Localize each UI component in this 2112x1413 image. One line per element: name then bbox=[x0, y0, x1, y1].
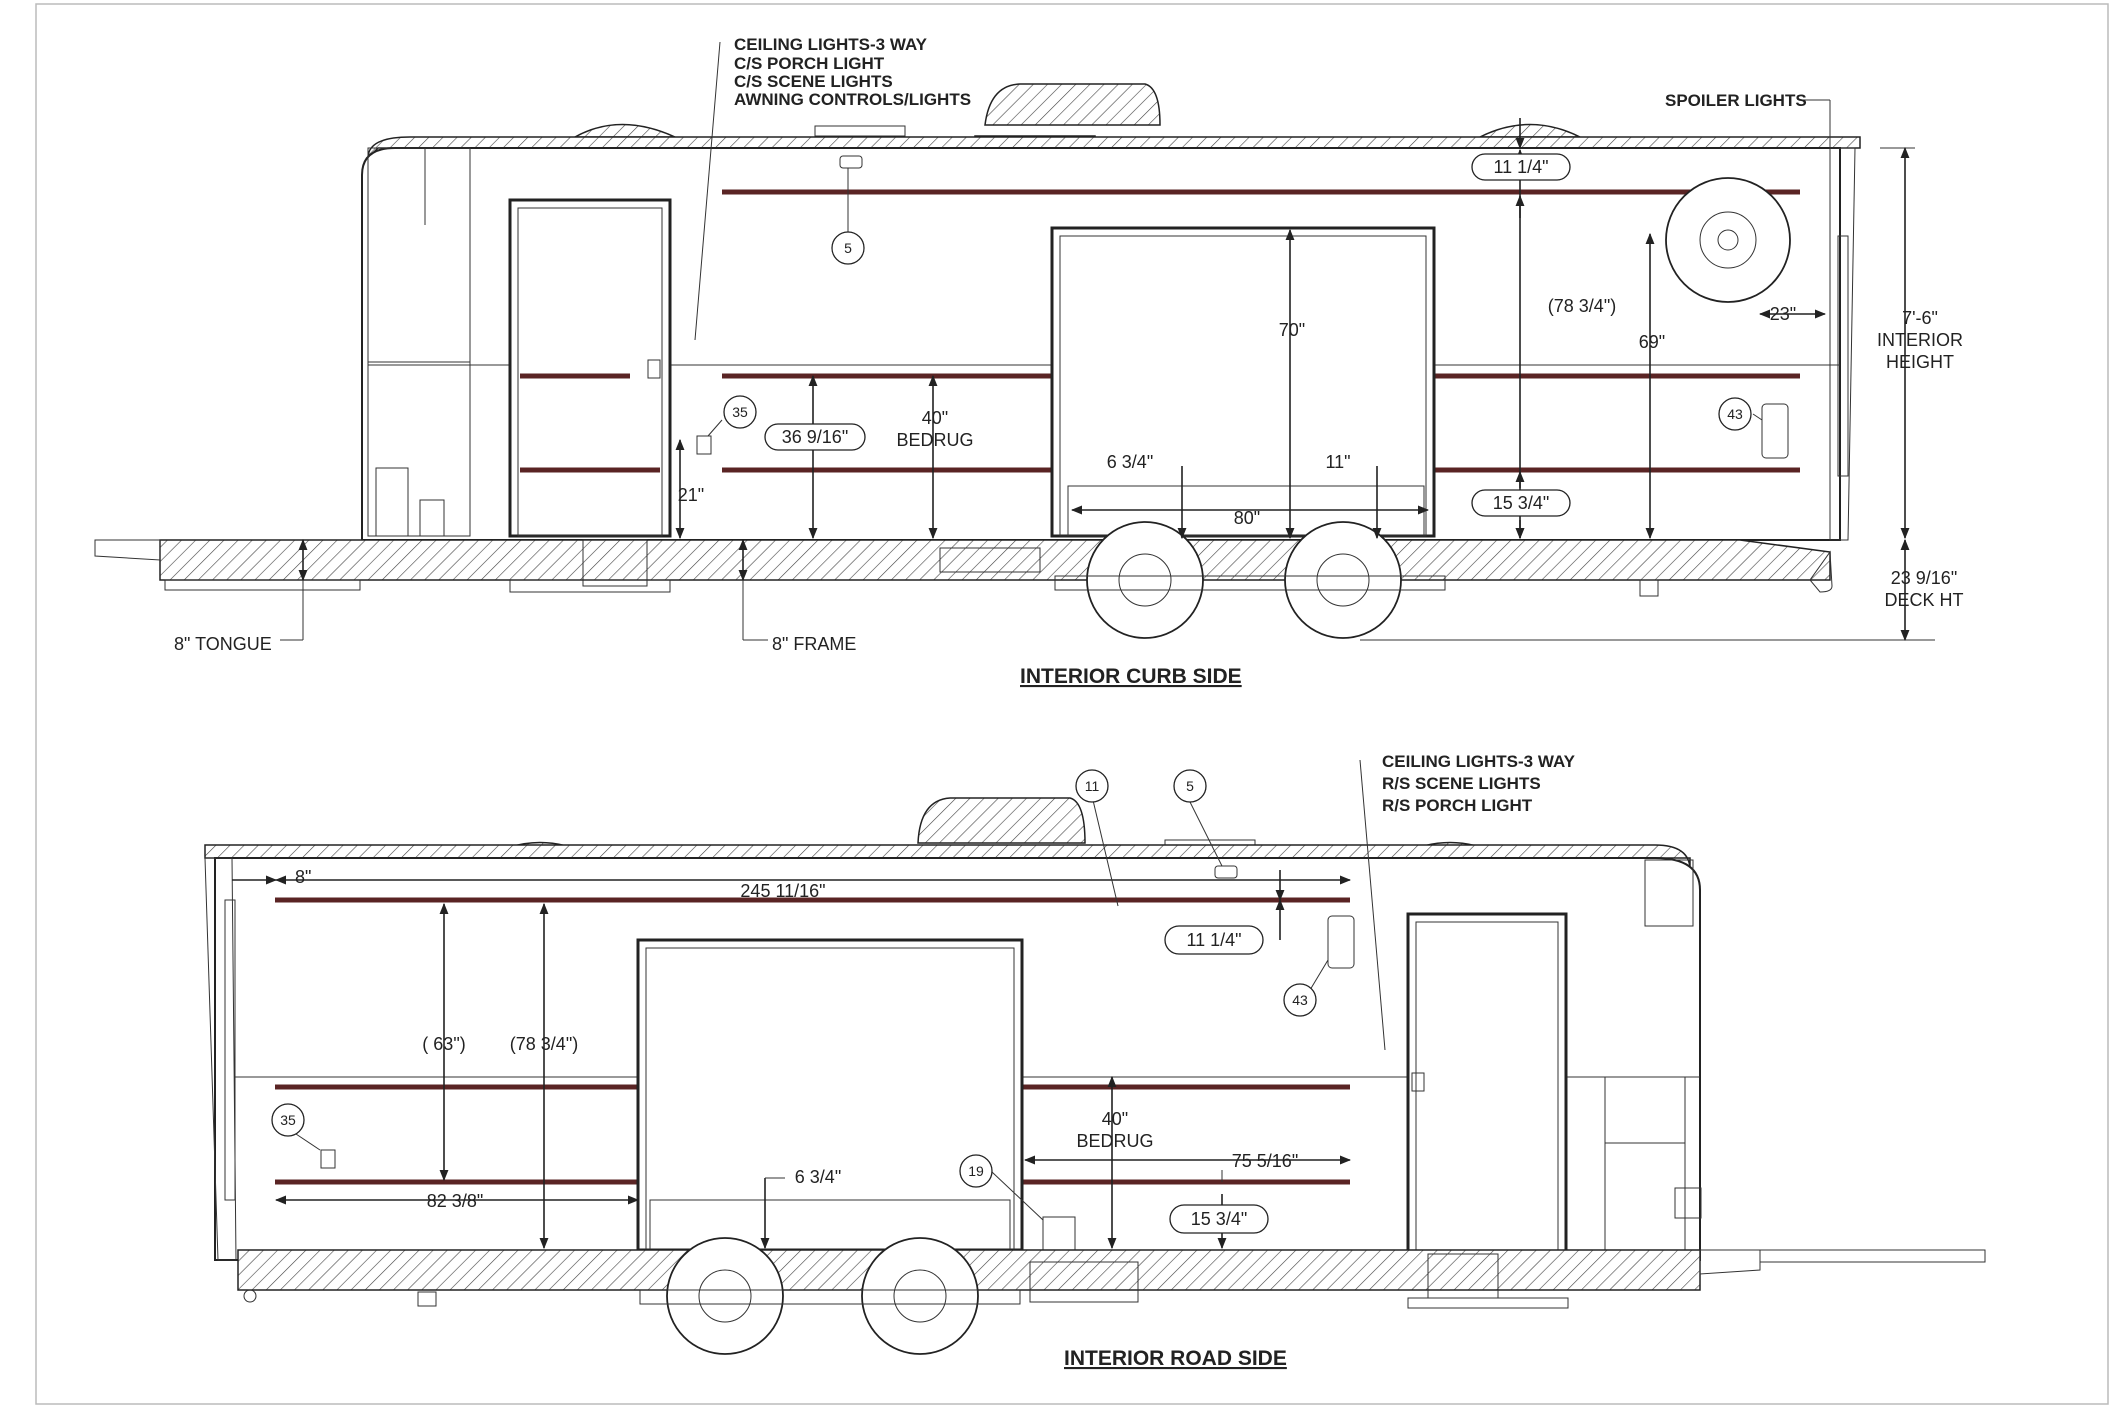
rear-cap bbox=[1829, 147, 1856, 541]
dim-curb-70: 70" bbox=[1279, 320, 1305, 340]
callout-curb-43: 43 bbox=[1727, 406, 1743, 422]
dim-road-8: 8" bbox=[295, 867, 311, 887]
callout-road-43: 43 bbox=[1292, 992, 1308, 1008]
note-ceiling-lights: CEILING LIGHTS-3 WAY bbox=[734, 35, 928, 54]
dim-road-245: 245 11/16" bbox=[740, 881, 825, 901]
stabilizer-jack bbox=[417, 1291, 437, 1307]
roof-ac-unit bbox=[917, 797, 1086, 844]
callout-road-5: 5 bbox=[1186, 778, 1194, 794]
rear-cap bbox=[204, 857, 237, 1261]
curb-deck bbox=[159, 539, 1831, 581]
callout-curb-35: 35 bbox=[732, 404, 748, 420]
awning-control bbox=[1327, 915, 1355, 969]
sheet-border bbox=[35, 3, 2109, 1405]
road-callouts: 11 5 43 35 19 bbox=[271, 769, 1317, 1188]
light-switch bbox=[320, 1149, 336, 1169]
dim-curb-21: 21" bbox=[678, 485, 704, 505]
dim-curb-height-a: 7'-6" bbox=[1902, 308, 1938, 328]
dim-curb-15-3-4: 15 3/4" bbox=[1493, 493, 1549, 513]
door-handle bbox=[1411, 1072, 1425, 1092]
curb-dimensions: 11 1/4" (78 3/4") 70" 69" 23" 7'-6" INTE… bbox=[174, 153, 1964, 654]
dim-curb-23: 23" bbox=[1770, 304, 1796, 324]
dim-curb-frame: 8" FRAME bbox=[772, 634, 856, 654]
stabilizer-jack bbox=[1639, 579, 1659, 597]
callout-road-11: 11 bbox=[1085, 778, 1100, 794]
dim-curb-78-3-4: (78 3/4") bbox=[1548, 296, 1616, 316]
front-cabinet bbox=[367, 147, 471, 537]
curb-notes: CEILING LIGHTS-3 WAY C/S PORCH LIGHT C/S… bbox=[734, 35, 1807, 688]
roof-vent bbox=[572, 123, 676, 138]
note-scene-lights: R/S SCENE LIGHTS bbox=[1382, 774, 1541, 793]
dim-curb-tongue: 8" TONGUE bbox=[174, 634, 272, 654]
callout-road-19: 19 bbox=[968, 1163, 984, 1179]
tongue bbox=[94, 539, 161, 561]
road-ramp-door bbox=[636, 938, 1024, 1252]
curb-side-view bbox=[94, 41, 1935, 642]
note-ceiling-lights: CEILING LIGHTS-3 WAY bbox=[1382, 752, 1576, 771]
road-side-view bbox=[204, 759, 1986, 1355]
dim-road-11-1-4: 11 1/4" bbox=[1186, 930, 1241, 950]
entry-step bbox=[582, 539, 648, 587]
tongue bbox=[1699, 1249, 1761, 1275]
door-handle bbox=[647, 359, 661, 379]
callout-road-35: 35 bbox=[280, 1112, 296, 1128]
curb-ramp-door bbox=[1050, 226, 1436, 538]
curb-side-title: INTERIOR CURB SIDE bbox=[1020, 665, 1242, 688]
dim-curb-height-c: HEIGHT bbox=[1886, 352, 1954, 372]
dim-curb-40: 40" bbox=[922, 408, 948, 428]
dim-curb-deck-a: 23 9/16" bbox=[1891, 568, 1957, 588]
road-side-title: INTERIOR ROAD SIDE bbox=[1064, 1347, 1287, 1370]
dim-road-78-3-4: (78 3/4") bbox=[510, 1034, 578, 1054]
roof-vent bbox=[1479, 123, 1581, 138]
generator-panel bbox=[375, 467, 409, 537]
note-scene-lights: C/S SCENE LIGHTS bbox=[734, 72, 893, 91]
note-porch-light: C/S PORCH LIGHT bbox=[734, 54, 885, 73]
axle-tire-front bbox=[666, 1237, 784, 1355]
roof-ac-unit bbox=[984, 83, 1161, 126]
dim-road-40: 40" bbox=[1102, 1109, 1128, 1129]
dim-curb-bedrug: BEDRUG bbox=[896, 430, 973, 450]
dim-curb-69: 69" bbox=[1639, 332, 1665, 352]
porch-light-fixture bbox=[839, 155, 863, 169]
dim-curb-6-3-4: 6 3/4" bbox=[1107, 452, 1153, 472]
dim-curb-36: 36 9/16" bbox=[782, 427, 848, 447]
axle-tire-rear bbox=[1284, 521, 1402, 639]
note-porch-light: R/S PORCH LIGHT bbox=[1382, 796, 1533, 815]
dim-curb-11-1-4: 11 1/4" bbox=[1493, 157, 1548, 177]
axle-tire-front bbox=[1086, 521, 1204, 639]
road-entry-door bbox=[1406, 912, 1568, 1256]
axle-tire-rear bbox=[861, 1237, 979, 1355]
note-awning-controls: AWNING CONTROLS/LIGHTS bbox=[734, 90, 971, 109]
curb-entry-door bbox=[508, 198, 672, 538]
dim-curb-height-b: INTERIOR bbox=[1877, 330, 1963, 350]
dim-curb-deck-b: DECK HT bbox=[1884, 590, 1963, 610]
road-notes: CEILING LIGHTS-3 WAY R/S SCENE LIGHTS R/… bbox=[1064, 752, 1576, 1370]
curb-callouts: 5 35 43 bbox=[723, 231, 1752, 431]
note-spoiler-lights: SPOILER LIGHTS bbox=[1665, 91, 1807, 110]
roof-skylight bbox=[814, 125, 906, 137]
road-dimensions: 8" 245 11/16" 11 1/4" ( 63") (78 3/4") 4… bbox=[295, 867, 1298, 1234]
dim-curb-11: 11" bbox=[1325, 452, 1350, 472]
dim-road-75: 75 5/16" bbox=[1232, 1151, 1298, 1171]
light-switch bbox=[696, 435, 712, 455]
electrical-panel bbox=[1644, 859, 1694, 927]
dim-road-15-3-4: 15 3/4" bbox=[1191, 1209, 1247, 1229]
awning-control bbox=[1761, 403, 1789, 459]
dim-road-63: ( 63") bbox=[422, 1034, 465, 1054]
dim-curb-80: 80" bbox=[1234, 508, 1260, 528]
callout-curb-5: 5 bbox=[844, 240, 852, 256]
spare-tire bbox=[1665, 177, 1791, 303]
storage-box bbox=[1029, 1261, 1139, 1303]
dim-road-82: 82 3/8" bbox=[427, 1191, 483, 1211]
dim-road-6-3-4: 6 3/4" bbox=[795, 1167, 841, 1187]
storage-box bbox=[939, 547, 1041, 573]
dim-road-bedrug: BEDRUG bbox=[1076, 1131, 1153, 1151]
